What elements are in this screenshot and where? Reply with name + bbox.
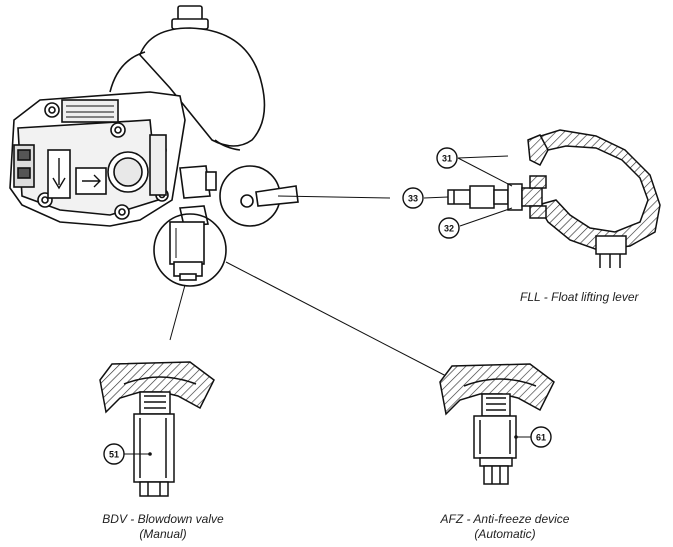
bdv-detail	[99, 361, 215, 497]
bdv-caption: BDV - Blowdown valve (Manual)	[58, 512, 268, 542]
bdv-leader-dot	[148, 452, 152, 456]
callout-32-label: 32	[444, 224, 454, 234]
callout-33-label: 33	[408, 194, 418, 204]
leader-lines	[169, 195, 451, 379]
callout-32: 32	[438, 217, 460, 239]
callout-31: 31	[436, 147, 458, 169]
fll-detail	[447, 129, 661, 268]
callout-51: 51	[103, 443, 125, 465]
afz-caption-title: AFZ - Anti-freeze device	[440, 512, 570, 526]
fll-caption-text: FLL - Float lifting lever	[520, 290, 639, 304]
bdv-caption-subtitle: (Manual)	[139, 527, 187, 541]
callout-51-label: 51	[109, 450, 119, 460]
afz-caption: AFZ - Anti-freeze device (Automatic)	[400, 512, 610, 542]
afz-leader-dot	[514, 435, 518, 439]
callout-61-label: 61	[536, 433, 546, 443]
bdv-caption-title: BDV - Blowdown valve	[102, 512, 224, 526]
callout-61: 61	[530, 426, 552, 448]
afz-caption-subtitle: (Automatic)	[474, 527, 536, 541]
callout-33: 33	[402, 187, 424, 209]
fll-leaders	[423, 155, 513, 227]
trap-body	[9, 5, 299, 287]
fll-caption: FLL - Float lifting lever	[520, 290, 639, 305]
callout-31-label: 31	[442, 154, 452, 164]
afz-detail	[439, 363, 555, 485]
